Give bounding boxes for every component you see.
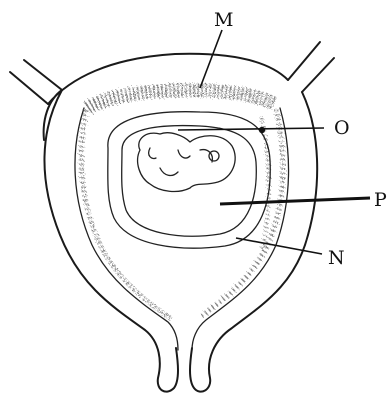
- amnion-outline: [122, 126, 257, 237]
- right-fallopian-tube: [288, 42, 334, 92]
- embryo-body: [138, 133, 236, 192]
- chorionic-sac: [108, 112, 270, 248]
- uterus-inner-contour: [75, 108, 289, 350]
- leader-line-p: [220, 198, 370, 204]
- embryo-limb: [149, 148, 213, 175]
- label-p: P: [374, 189, 387, 211]
- label-o: O: [334, 117, 350, 139]
- attachment-dot: [259, 127, 265, 133]
- label-n: N: [328, 247, 345, 269]
- chorion-outline: [108, 112, 270, 248]
- embryo: [138, 133, 236, 192]
- embryo-eye: [209, 151, 219, 161]
- uterine-wall: [10, 42, 334, 392]
- leader-line-n: [236, 238, 322, 254]
- amniotic-sac: [122, 126, 257, 237]
- leader-line-m: [200, 30, 222, 88]
- leader-line-o: [178, 128, 324, 130]
- label-m: M: [214, 9, 233, 31]
